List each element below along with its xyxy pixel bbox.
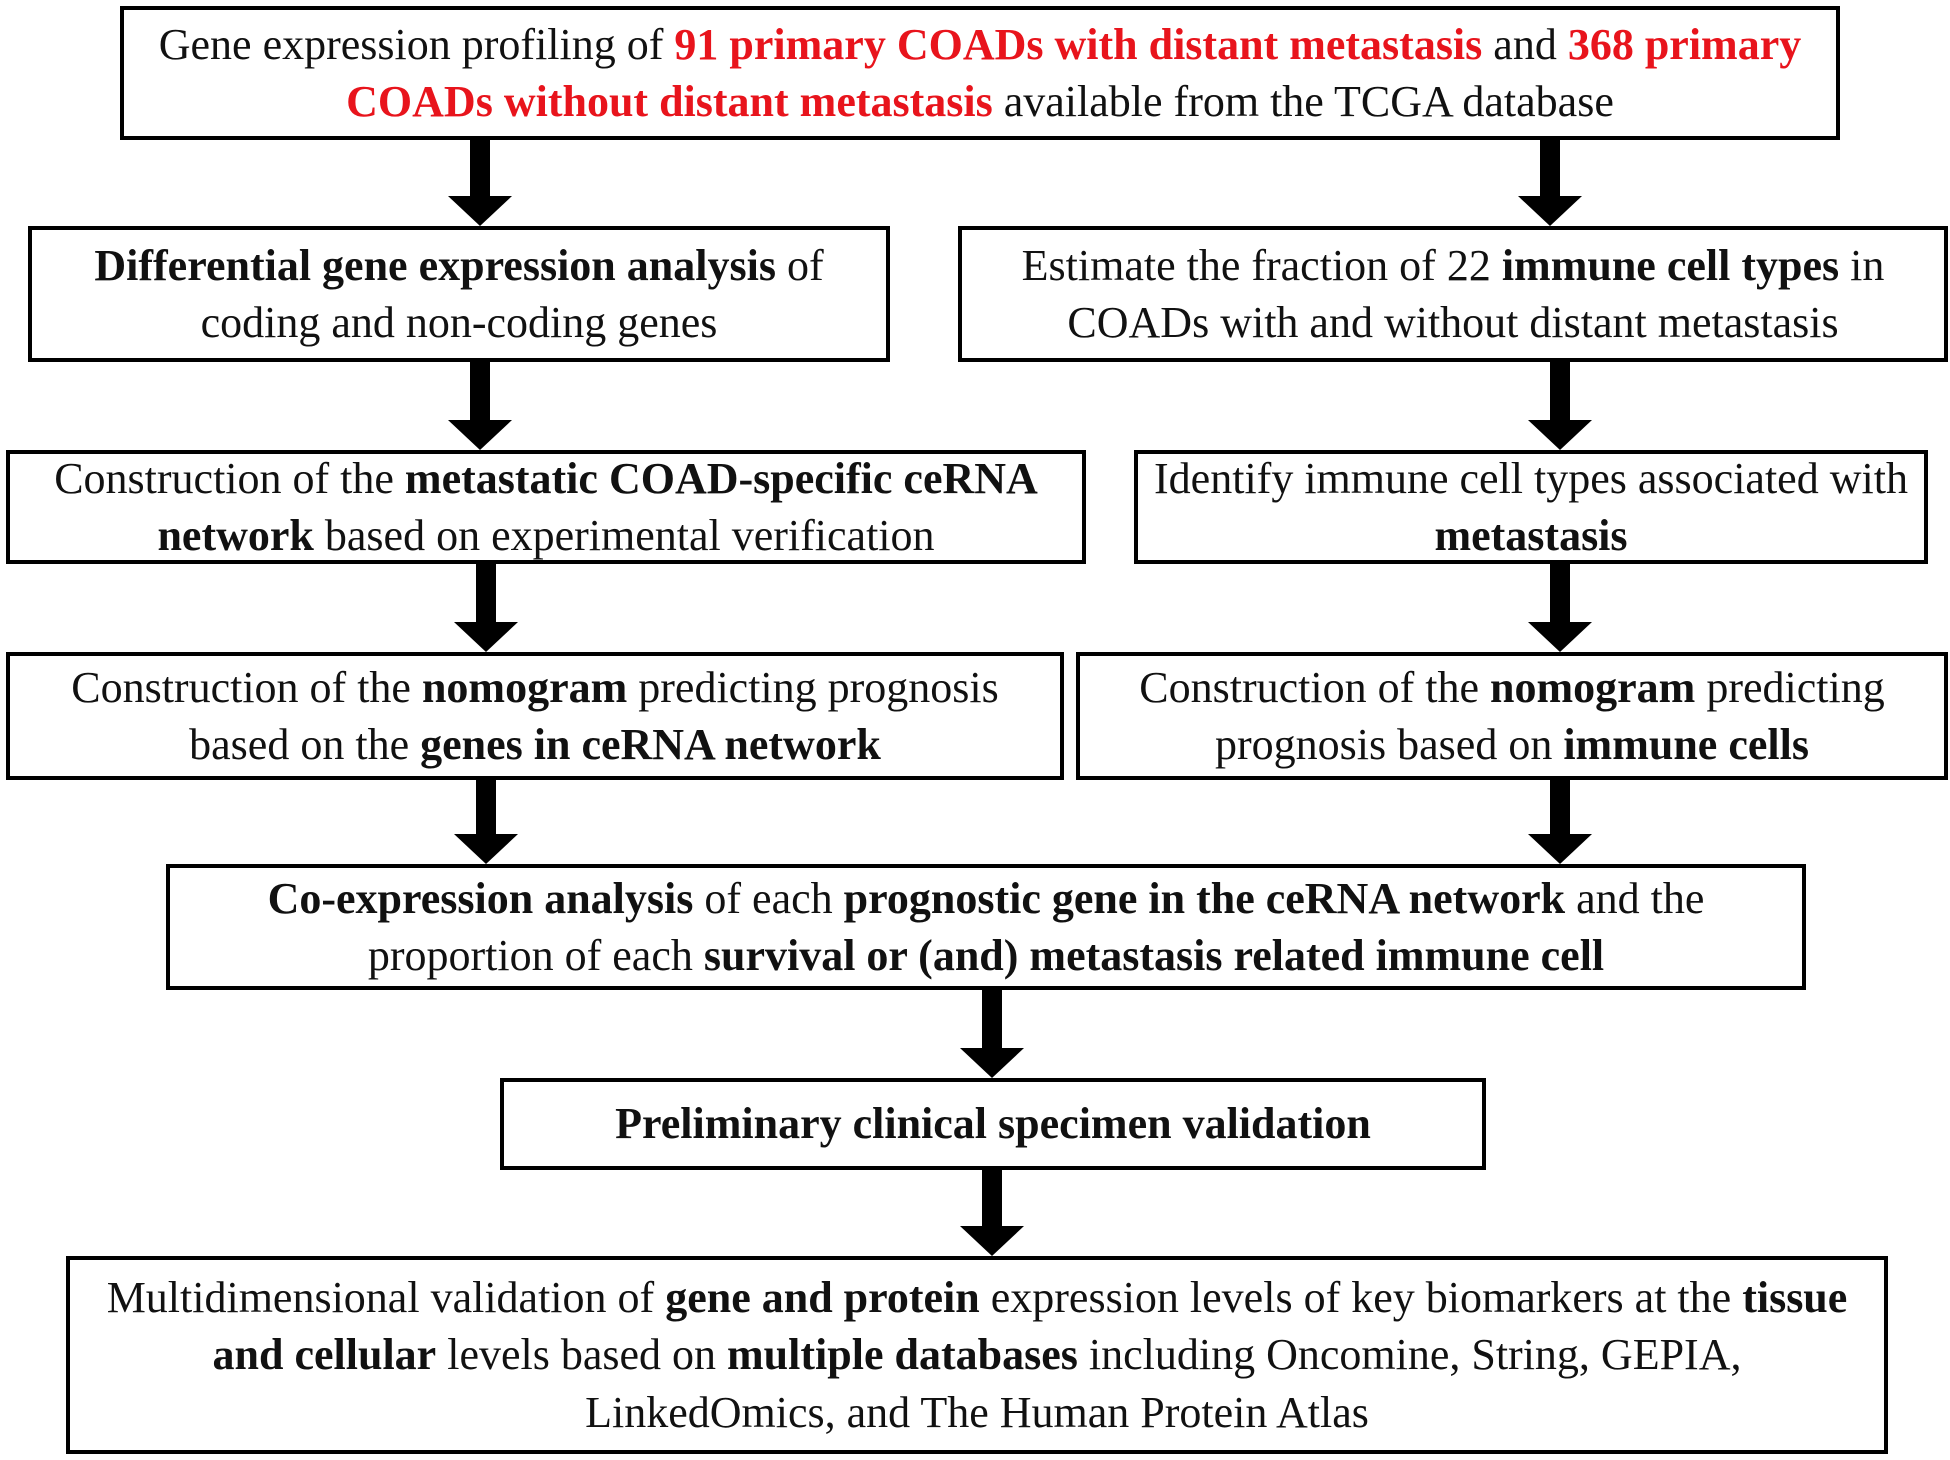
arrow-down [440,362,520,450]
box-gene-expression-profiling: Gene expression profiling of 91 primary … [120,6,1840,140]
text-bold: nomogram [421,662,628,712]
text-segment: Construction of the [54,453,405,503]
arrow-down [952,1170,1032,1256]
text-segment: in COADs with and without distant metast… [1067,240,1885,347]
text-segment: expression levels of key biomarkers at t… [979,1273,1743,1323]
box-differential-expression: Differential gene expression analysis of… [28,226,890,362]
text-bold: Preliminary clinical specimen validation [615,1099,1371,1149]
text-segment: including Oncomine, String, GEPIA, Linke… [585,1330,1742,1437]
text-segment: and [1482,19,1568,69]
box-text: Gene expression profiling of 91 primary … [140,16,1820,130]
text-bold: immune cells [1563,720,1809,769]
highlight-non-metastasis-count: 368 primary COADs without distant metast… [346,19,1802,126]
text-segment: levels based on [436,1330,728,1380]
text-bold: nomogram [1490,662,1696,712]
arrow-down [446,780,526,864]
text-segment: Gene expression profiling of [158,19,675,69]
box-text: Identify immune cell types associated wi… [1154,450,1908,564]
text-segment: Construction of the [1139,662,1491,712]
text-bold: survival or (and) metastasis related imm… [703,931,1605,980]
text-segment: Construction of the [71,662,422,712]
arrow-down [952,990,1032,1078]
text-segment: and the proportion of each [367,873,1705,980]
arrow-down [1510,140,1590,226]
arrow-down [440,140,520,226]
text-segment: of coding and non-coding genes [200,240,824,347]
box-text: Co-expression analysis of each prognosti… [186,870,1786,984]
text-bold: Co-expression analysis [267,873,694,923]
text-bold: genes in ceRNA network [420,720,881,769]
arrow-down [1520,564,1600,652]
arrow-down [1520,362,1600,450]
box-text: Multidimensional validation of gene and … [90,1269,1864,1441]
text-segment: based on experimental verification [313,511,935,560]
text-bold: metastatic COAD-specific ceRNA network [157,453,1038,560]
box-text: Construction of the nomogram predicting … [1096,659,1928,773]
text-segment: Identify immune cell types associated wi… [1154,453,1908,503]
box-clinical-validation: Preliminary clinical specimen validation [500,1078,1486,1170]
text-segment: Multidimensional validation of [106,1273,666,1323]
box-multidimensional-validation: Multidimensional validation of gene and … [66,1256,1888,1454]
box-nomogram-genes: Construction of the nomogram predicting … [6,652,1064,780]
arrow-down [446,564,526,652]
text-bold: tissue and cellular [212,1273,1848,1380]
box-text: Construction of the nomogram predicting … [26,659,1044,773]
box-immune-fraction: Estimate the fraction of 22 immune cell … [958,226,1948,362]
text-bold: immune cell types [1501,240,1840,290]
highlight-metastasis-count: 91 primary COADs with distant metastasis [674,19,1483,69]
text-segment: Estimate the fraction of 22 [1021,240,1502,290]
arrow-down [1520,780,1600,864]
text-bold: prognostic gene in the ceRNA network [843,873,1566,923]
text-segment: of each [693,873,844,923]
box-nomogram-immune: Construction of the nomogram predicting … [1076,652,1948,780]
text-segment: predicting prognosis based on [1215,662,1885,769]
text-bold: multiple databases [727,1330,1078,1380]
box-text: Differential gene expression analysis of… [48,237,870,351]
box-cerna-network: Construction of the metastatic COAD-spec… [6,450,1086,564]
box-text: Construction of the metastatic COAD-spec… [20,450,1072,564]
text-segment: available from the TCGA database [992,77,1614,126]
box-text: Estimate the fraction of 22 immune cell … [978,237,1928,351]
text-segment: predicting prognosis based on the [189,662,999,769]
box-co-expression: Co-expression analysis of each prognosti… [166,864,1806,990]
text-bold: metastasis [1434,511,1628,560]
text-bold: Differential gene expression analysis [94,240,776,290]
box-immune-metastasis: Identify immune cell types associated wi… [1134,450,1928,564]
text-bold: gene and protein [665,1273,980,1323]
